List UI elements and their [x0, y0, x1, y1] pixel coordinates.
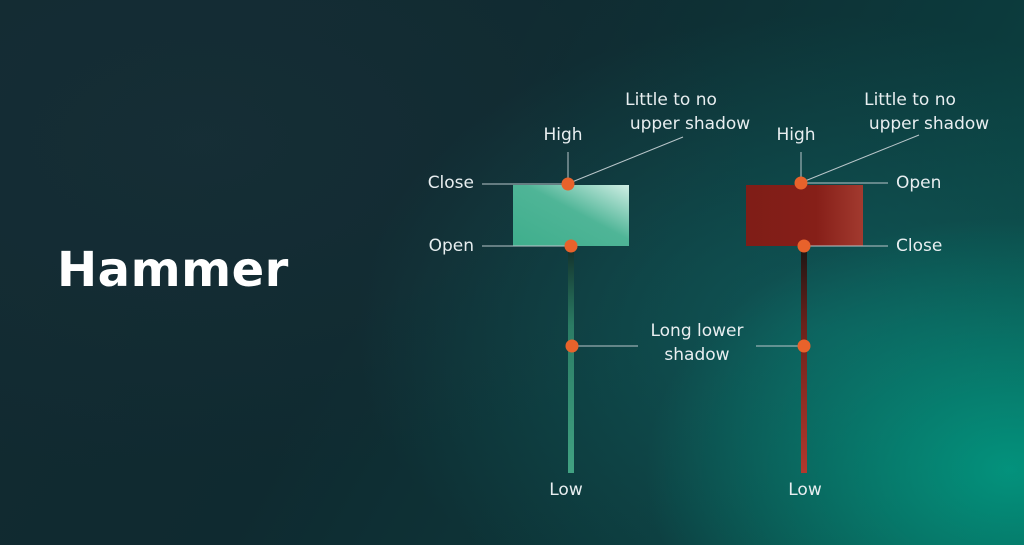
lower-shadow-point [797, 339, 811, 353]
upper-shadow-pointer-line [804, 134, 920, 182]
open-point [564, 239, 578, 253]
open-label: Open [429, 236, 474, 256]
shadow-note-line-2: upper shadow [869, 114, 989, 134]
bearish-hammer-candle: High Little to no upper shadow Open Clos… [746, 90, 989, 500]
lower-shadow-point [565, 339, 579, 353]
bullish-lower-shadow [568, 247, 574, 473]
close-label: Close [428, 173, 474, 193]
shadow-note-line-1: Little to no [864, 90, 956, 110]
high-close-point [561, 177, 575, 191]
high-label: High [776, 125, 815, 145]
shadow-note-line-2: upper shadow [630, 114, 750, 134]
bullish-hammer-candle: High Little to no upper shadow Close Ope… [428, 90, 751, 500]
lower-shadow-note: Long lower shadow [650, 321, 743, 365]
lower-shadow-note-line-2: shadow [664, 345, 729, 365]
open-label: Open [896, 173, 941, 193]
low-label: Low [549, 480, 583, 500]
page-title: Hammer [57, 242, 289, 298]
bearish-candle-body [746, 185, 863, 246]
lower-shadow-note-line-1: Long lower [650, 321, 743, 341]
upper-shadow-pointer-line [571, 136, 684, 183]
close-label: Close [896, 236, 942, 256]
low-label: Low [788, 480, 822, 500]
shadow-note-line-1: Little to no [625, 90, 717, 110]
high-label: High [543, 125, 582, 145]
bullish-candle-body [513, 185, 629, 246]
close-point [797, 239, 811, 253]
bearish-lower-shadow [801, 247, 807, 473]
high-open-point [794, 176, 808, 190]
